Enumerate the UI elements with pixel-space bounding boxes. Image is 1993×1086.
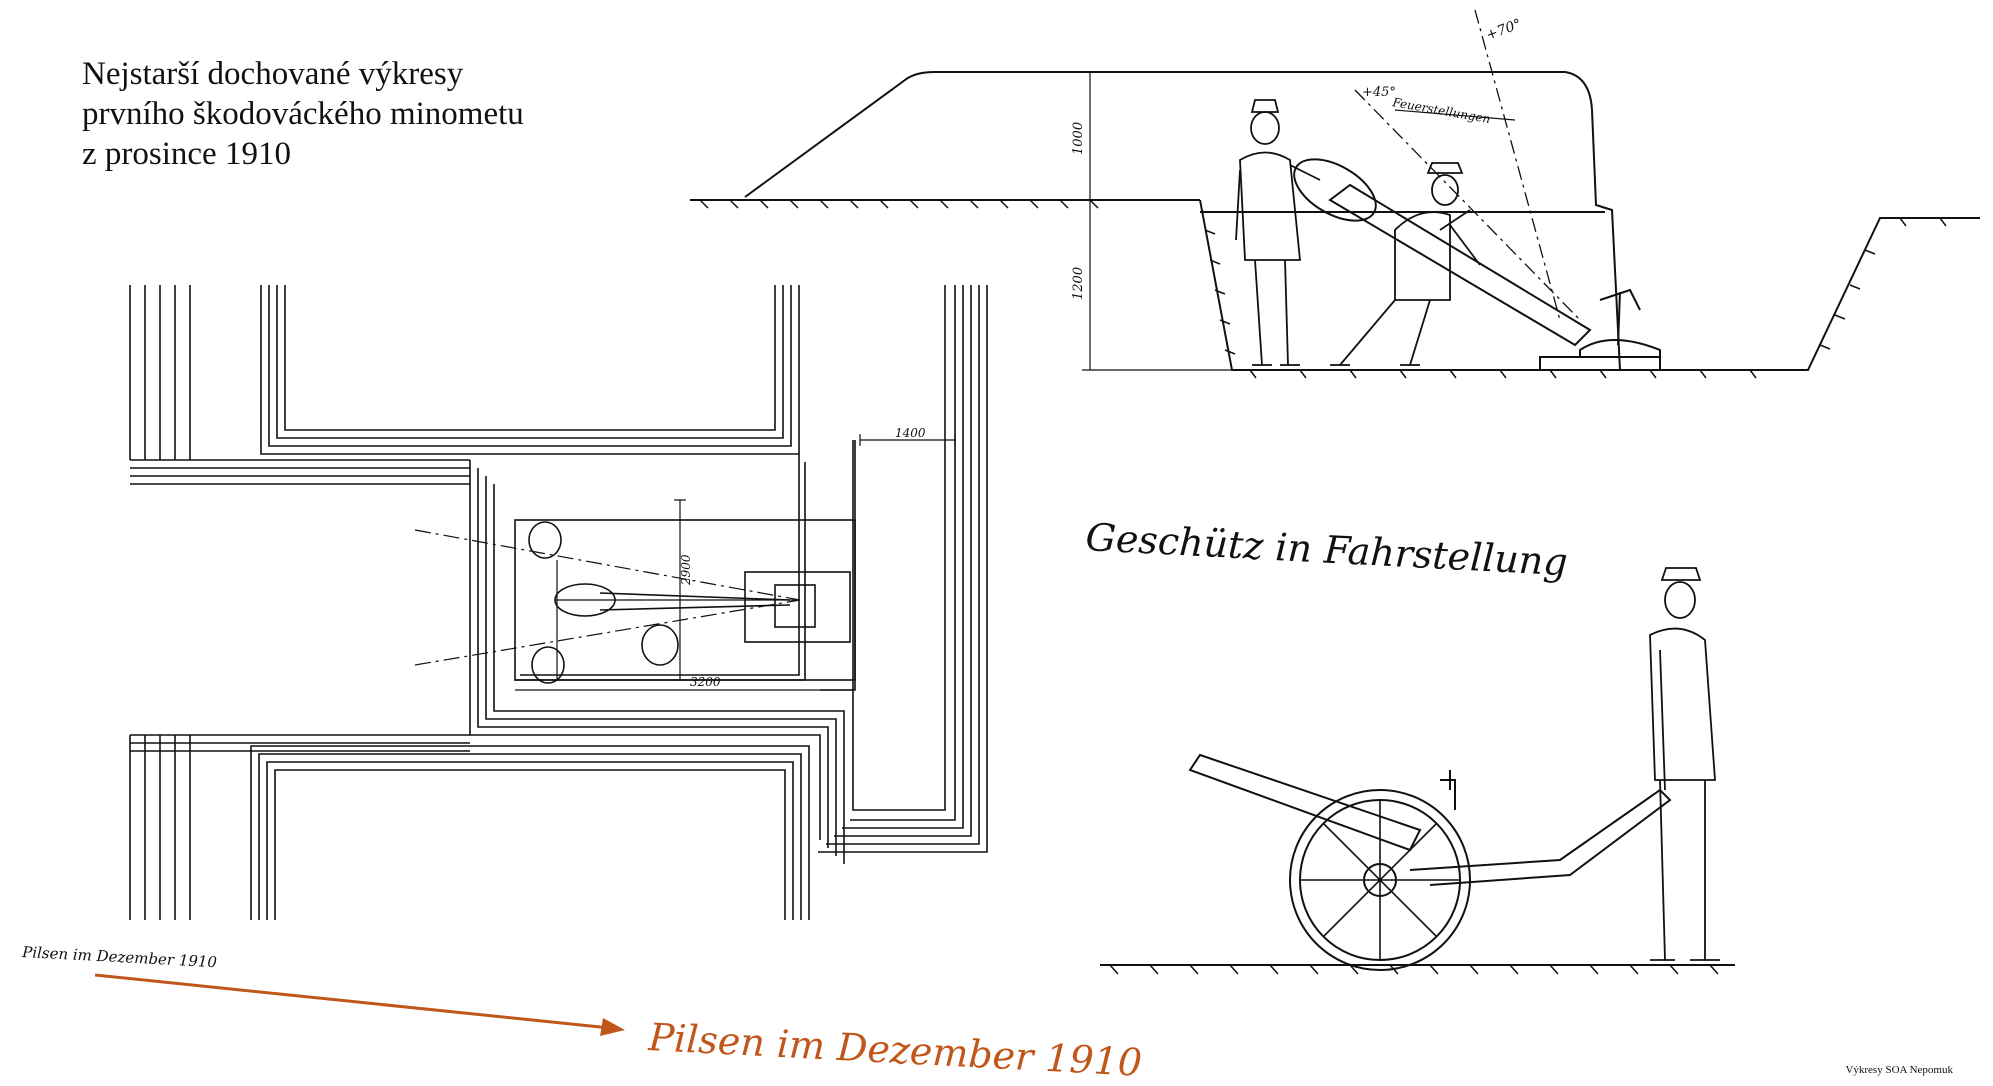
dim-label-1200: 1200 (1071, 267, 1086, 300)
plan-dim-label-2900: 2900 (679, 554, 693, 586)
signature-large: Pilsen im Dezember 1910 (647, 1015, 1144, 1085)
wheel-outer (1289, 789, 1471, 971)
transport-caption: Geschütz in Fahrstellung (1085, 515, 1569, 584)
plan-mortar-barrel (599, 592, 791, 611)
plan-lower-wall (250, 745, 810, 920)
mortar-mount (1440, 770, 1456, 810)
signature-arrow-head (600, 1018, 625, 1036)
trench-outline (1199, 199, 1980, 371)
wheel-spokes (1300, 800, 1460, 960)
plan-lower-left-edge (129, 734, 470, 920)
elevation-drawing (690, 9, 1980, 379)
angle-line-45 (1354, 89, 1581, 321)
mortar-base (1539, 356, 1661, 371)
soldier-pushing (1330, 162, 1481, 366)
plan-soldier-1 (528, 521, 562, 559)
plan-firing-line-1 (414, 529, 801, 601)
label-feuerstellungen: Feuerstellungen (1390, 95, 1491, 126)
plan-mortar-base (744, 571, 851, 643)
plan-soldier-3 (641, 624, 679, 666)
parapet-outline (744, 71, 1621, 371)
title-line-2: prvního škodováckého minometu (82, 96, 524, 132)
plan-upper-left-edge (129, 285, 191, 460)
plan-soldier-2 (531, 646, 565, 684)
image-credit: Výkresy SOA Nepomuk (1845, 1064, 1953, 1076)
feuer-leader (1394, 109, 1516, 121)
label-angle-70: +70° (1484, 16, 1524, 44)
plan-dim-label-3200: 3200 (690, 675, 721, 689)
plan-right-corridor (818, 285, 988, 853)
mortar-bipod (1599, 288, 1641, 346)
plan-view-drawing (129, 285, 988, 920)
soldier-standing (1235, 99, 1321, 366)
trench-hatch (1204, 217, 1947, 379)
soldier-transport (1649, 567, 1720, 961)
label-angle-45: +45° (1362, 85, 1396, 100)
ground-hatch-left (699, 199, 1099, 209)
plan-axis (555, 560, 800, 680)
plan-firing-line-2 (414, 599, 801, 666)
plan-dim-2900 (674, 499, 686, 681)
plan-emplacement (469, 460, 845, 864)
mortar-cradle (1579, 339, 1661, 358)
title-line-1: Nejstarší dochované výkresy (82, 56, 464, 92)
signature-arrow-line (94, 973, 611, 1030)
plan-dim-1400 (859, 434, 956, 446)
dim-vertical (1082, 71, 1232, 371)
angle-line-70 (1474, 9, 1561, 321)
mortar-bomb (1293, 158, 1377, 222)
plan-dim-label-1400: 1400 (895, 426, 926, 440)
page-title: Nejstarší dochované výkresy prvního škod… (82, 54, 524, 174)
mortar-barrel-transport (1188, 753, 1422, 852)
trail-arm (1409, 788, 1672, 886)
transport-drawing (1100, 567, 1735, 975)
signature-small: Pilsen im Dezember 1910 (21, 943, 218, 971)
mortar-barrel (1328, 183, 1592, 347)
plan-upper-band (130, 459, 470, 485)
plan-upper-wall (260, 285, 800, 455)
plan-right-band (852, 285, 946, 811)
transport-ground-hatch (1109, 964, 1719, 975)
title-line-3: z prosince 1910 (82, 136, 291, 172)
dim-label-1000: 1000 (1071, 122, 1086, 155)
